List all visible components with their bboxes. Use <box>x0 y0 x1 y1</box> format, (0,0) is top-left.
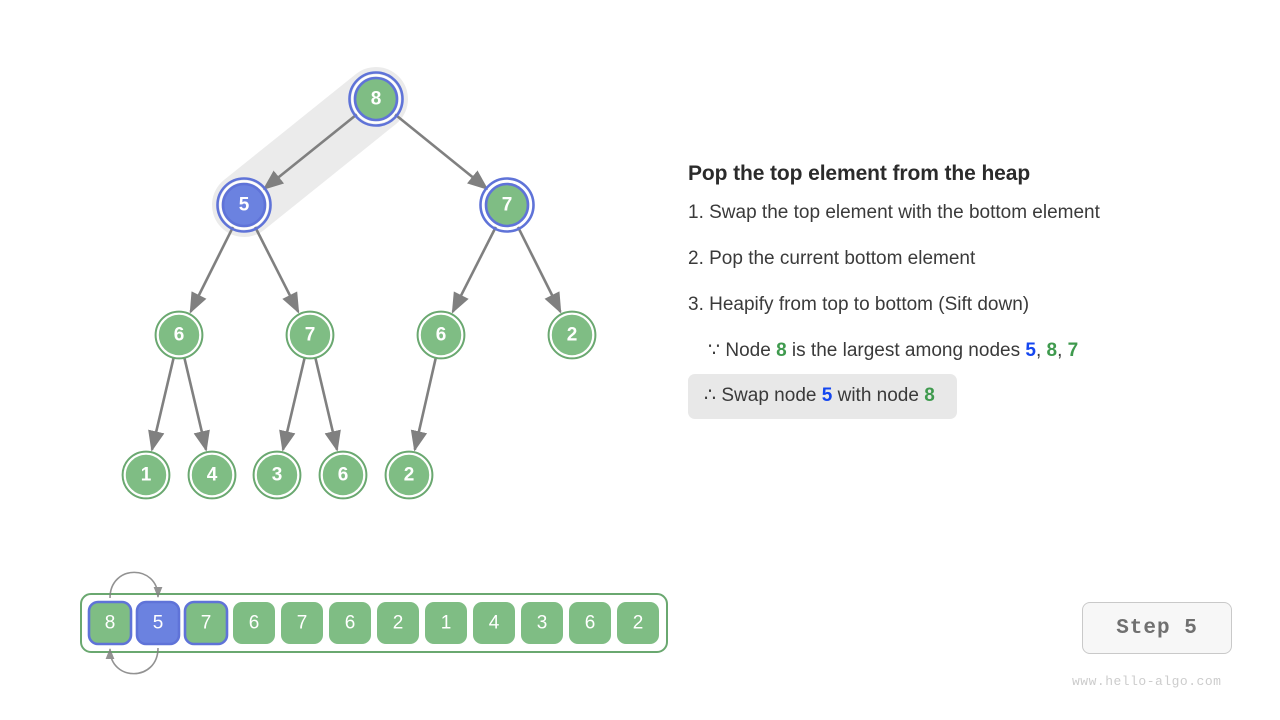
array-cell: 6 <box>569 602 611 644</box>
tree-node-value: 5 <box>239 195 250 216</box>
tree-edge <box>410 357 438 452</box>
tree-edge <box>393 112 489 190</box>
tree-edge <box>253 224 300 314</box>
step-badge: Step 5 <box>1082 602 1232 654</box>
array-container <box>80 593 668 653</box>
array-cells: 8 5 7 6 7 6 2 1 4 3 6 2 <box>87 600 659 646</box>
tree-node: 2 <box>384 450 434 500</box>
array-cell-value: 2 <box>633 613 644 634</box>
tree-node: 5 <box>216 177 272 233</box>
array-cell-value: 5 <box>153 613 164 634</box>
array-outline <box>80 593 668 653</box>
array-cell: 8 <box>87 600 133 646</box>
tree-node: 7 <box>285 310 335 360</box>
tree-edge <box>148 357 175 452</box>
therefore-middle: with node <box>832 385 925 406</box>
tree-edge <box>183 357 210 452</box>
tree-edge <box>279 357 306 452</box>
tree-edge <box>314 357 341 452</box>
tree-nodes: 8 5 7 6 7 6 2 1 4 3 6 2 <box>121 71 597 500</box>
because-sep-1: , <box>1057 340 1068 361</box>
therefore-node-a: 5 <box>821 385 833 406</box>
array-cell-value: 2 <box>393 613 404 634</box>
step-line-2: 2. Pop the current bottom element <box>688 248 976 269</box>
array-cell: 2 <box>377 602 419 644</box>
because-candidate-2: 7 <box>1067 340 1079 361</box>
tree-node: 7 <box>479 177 535 233</box>
tree-node-value: 2 <box>404 465 415 486</box>
tree-node: 4 <box>187 450 237 500</box>
step-line-3: 3. Heapify from top to bottom (Sift down… <box>688 294 1030 315</box>
tree-edge <box>451 224 498 314</box>
tree-node: 6 <box>318 450 368 500</box>
tree-node-value: 8 <box>371 89 382 110</box>
tree-node: 6 <box>154 310 204 360</box>
tree-node-value: 7 <box>502 195 513 216</box>
reason-therefore: ∴ Swap node 5 with node 8 <box>688 374 957 419</box>
array-cell: 4 <box>473 602 515 644</box>
array-cell-value: 4 <box>489 613 500 634</box>
tree-node: 8 <box>348 71 404 127</box>
array-cell-value: 3 <box>537 613 548 634</box>
swap-arc-top <box>109 571 163 599</box>
because-middle: is the largest among nodes <box>786 340 1026 361</box>
because-symbol: ∵ <box>708 340 721 361</box>
tree-node-value: 6 <box>338 465 349 486</box>
page-title: Pop the top element from the heap <box>688 162 1031 185</box>
tree-edge <box>189 224 235 314</box>
tree-node: 6 <box>416 310 466 360</box>
because-candidate-0: 5 <box>1025 340 1036 361</box>
tree-node-value: 6 <box>436 325 447 346</box>
array-cell: 1 <box>425 602 467 644</box>
tree-edge <box>262 112 359 191</box>
array-cell: 2 <box>617 602 659 644</box>
because-sep-0: , <box>1035 340 1047 361</box>
heap-array: 8 5 7 6 7 6 2 1 4 3 6 2 <box>80 571 668 675</box>
therefore-symbol: ∴ <box>704 385 717 406</box>
array-cell: 7 <box>183 600 229 646</box>
therefore-node-b: 8 <box>924 385 935 406</box>
array-cell: 6 <box>329 602 371 644</box>
array-cell-value: 6 <box>249 613 260 634</box>
tree-node-value: 4 <box>207 465 218 486</box>
watermark: www.hello-algo.com <box>1072 674 1222 689</box>
tree-node: 1 <box>121 450 171 500</box>
array-cell: 5 <box>135 600 181 646</box>
array-cell-value: 6 <box>585 613 596 634</box>
array-cell-value: 8 <box>105 613 116 634</box>
tree-edge <box>516 224 562 314</box>
tree-node-value: 1 <box>141 465 152 486</box>
tree-node-value: 6 <box>174 325 185 346</box>
tree-node: 3 <box>252 450 302 500</box>
array-cell: 7 <box>281 602 323 644</box>
because-candidate-1: 8 <box>1046 340 1058 361</box>
because-prefix: Node <box>725 340 777 361</box>
heap-tree: 8 5 7 6 7 6 2 1 4 3 6 2 <box>121 67 597 500</box>
tree-edges <box>148 112 562 452</box>
array-cell: 6 <box>233 602 275 644</box>
explanation-panel: Pop the top element from the heap 1. Swa… <box>688 160 1248 423</box>
tree-node-value: 3 <box>272 465 283 486</box>
array-swap-arrows <box>105 571 163 675</box>
step-line-1: 1. Swap the top element with the bottom … <box>688 202 1100 223</box>
array-cell-value: 7 <box>201 613 212 634</box>
array-cell-value: 6 <box>345 613 356 634</box>
swap-arc-bottom <box>105 647 159 675</box>
because-node-value: 8 <box>776 340 787 361</box>
reason-because: ∵ Node 8 is the largest among nodes 5, 8… <box>688 338 1248 364</box>
tree-node-value: 7 <box>305 325 316 346</box>
array-cell-value: 7 <box>297 613 308 634</box>
array-cell: 3 <box>521 602 563 644</box>
tree-node-value: 2 <box>567 325 578 346</box>
array-cell-value: 1 <box>441 613 452 634</box>
therefore-prefix: Swap node <box>721 385 822 406</box>
tree-node: 2 <box>547 310 597 360</box>
